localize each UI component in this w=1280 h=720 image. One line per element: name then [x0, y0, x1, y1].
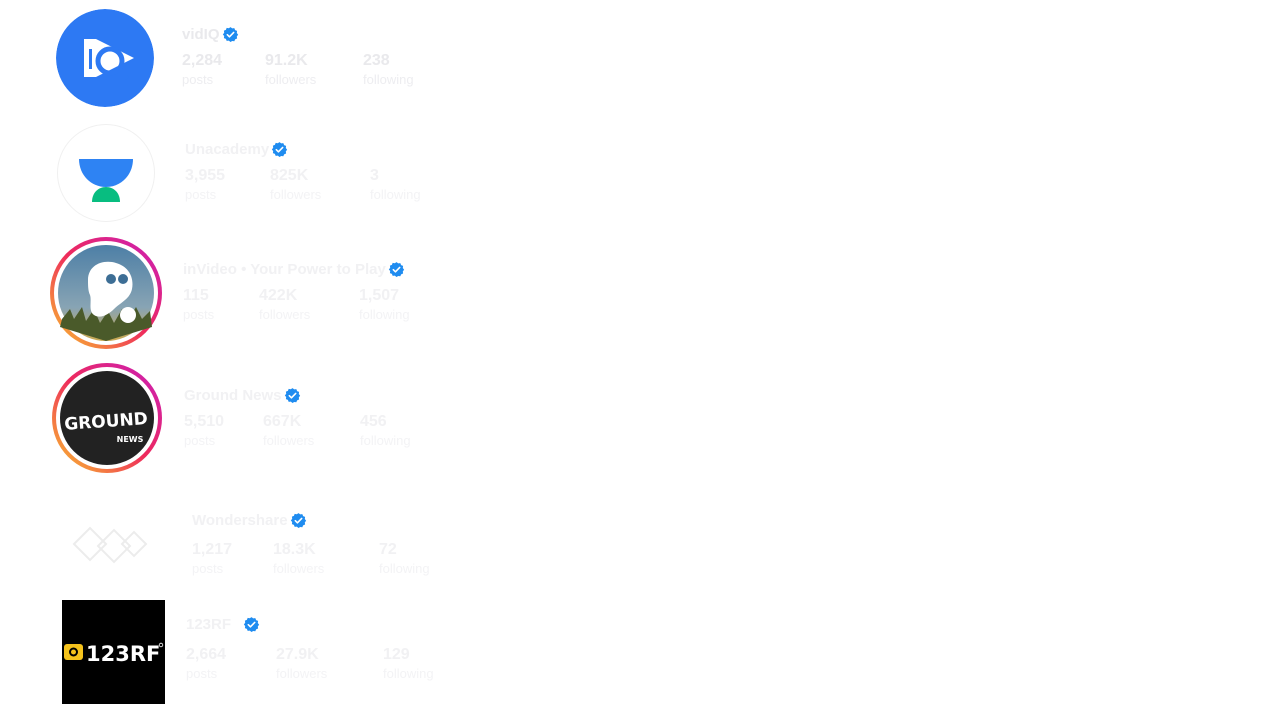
followers-stat[interactable]: 667K followers: [263, 413, 360, 449]
ground-news-logo-subtext: NEWS: [117, 435, 144, 444]
posts-stat: 115 posts: [183, 287, 259, 323]
account-name[interactable]: Unacademy: [185, 140, 270, 158]
following-label: following: [359, 307, 410, 322]
following-stat[interactable]: 3 following: [370, 167, 421, 203]
posts-label: posts: [184, 433, 216, 448]
followers-stat[interactable]: 422K followers: [259, 287, 359, 323]
following-stat[interactable]: 1,507 following: [359, 287, 410, 323]
ground-news-logo-icon[interactable]: GROUND NEWS: [50, 361, 164, 475]
123rf-logo-icon[interactable]: 123RF: [62, 600, 165, 704]
followers-label: followers: [276, 666, 328, 681]
following-count: 238: [363, 52, 390, 69]
posts-label: posts: [192, 561, 224, 576]
followers-count: 422K: [259, 287, 298, 304]
following-stat[interactable]: 129 following: [383, 646, 434, 682]
invideo-logo-icon[interactable]: [48, 235, 164, 351]
followers-label: followers: [270, 187, 322, 202]
followers-label: followers: [273, 561, 325, 576]
posts-label: posts: [185, 187, 217, 202]
account-row-123rf[interactable]: 123RF 123RF 2,664 posts 27.9K follower: [0, 598, 600, 720]
followers-stat[interactable]: 27.9K followers: [276, 646, 383, 682]
account-row-vidiq[interactable]: vidIQ 2,284 posts 91.2K followers 238 fo…: [0, 0, 600, 115]
posts-stat: 5,510 posts: [184, 413, 263, 449]
posts-stat: 3,955 posts: [185, 167, 270, 203]
following-count: 129: [383, 646, 410, 663]
following-count: 72: [379, 541, 397, 558]
following-label: following: [363, 72, 414, 87]
account-row-unacademy[interactable]: Unacademy 3,955 posts 825K followers 3 f…: [0, 115, 600, 230]
following-label: following: [379, 561, 430, 576]
followers-stat[interactable]: 825K followers: [270, 167, 370, 203]
posts-stat: 2,284 posts: [182, 52, 265, 88]
posts-count: 2,664: [186, 646, 227, 663]
verified-badge-icon: [388, 261, 404, 277]
posts-count: 115: [183, 287, 209, 304]
followers-label: followers: [265, 72, 317, 87]
following-stat[interactable]: 238 following: [363, 52, 414, 88]
following-label: following: [383, 666, 434, 681]
followers-stat[interactable]: 18.3K followers: [273, 541, 379, 577]
123rf-logo-text: 123RF: [86, 642, 160, 666]
wondershare-logo-icon[interactable]: [62, 494, 160, 594]
followers-label: followers: [263, 433, 315, 448]
posts-count: 5,510: [184, 413, 225, 430]
posts-label: posts: [183, 307, 215, 322]
verified-badge-icon: [290, 512, 306, 528]
unacademy-logo-icon[interactable]: [57, 124, 155, 222]
account-row-ground-news[interactable]: GROUND NEWS Ground News 5,510 posts 667K: [0, 358, 600, 480]
followers-count: 27.9K: [276, 646, 319, 663]
following-count: 456: [360, 413, 387, 430]
posts-label: posts: [182, 72, 214, 87]
account-row-invideo[interactable]: inVideo • Your Power to Play 115 posts 4…: [0, 232, 600, 354]
verified-badge-icon: [243, 616, 260, 632]
followers-count: 91.2K: [265, 52, 308, 69]
posts-stat: 1,217 posts: [192, 541, 273, 577]
followers-count: 18.3K: [273, 541, 316, 558]
following-label: following: [360, 433, 411, 448]
following-label: following: [370, 187, 421, 202]
posts-count: 2,284: [182, 52, 223, 69]
verified-badge-icon: [272, 141, 288, 157]
followers-count: 825K: [270, 167, 309, 184]
followers-count: 667K: [263, 413, 302, 430]
account-name[interactable]: Wondershare: [192, 511, 288, 529]
account-name[interactable]: vidIQ: [182, 25, 220, 43]
account-name[interactable]: Ground News: [184, 386, 282, 404]
verified-badge-icon: [284, 387, 300, 403]
posts-stat: 2,664 posts: [186, 646, 276, 682]
following-count: 1,507: [359, 287, 400, 304]
verified-badge-icon: [222, 26, 238, 42]
posts-label: posts: [186, 666, 218, 681]
following-stat[interactable]: 456 following: [360, 413, 411, 449]
account-row-wondershare[interactable]: Wondershare 1,217 posts 18.3K followers …: [0, 486, 600, 598]
vidiq-logo-icon[interactable]: [56, 9, 154, 107]
account-name[interactable]: 123RF: [186, 615, 232, 633]
followers-stat[interactable]: 91.2K followers: [265, 52, 363, 88]
posts-count: 3,955: [185, 167, 226, 184]
posts-count: 1,217: [192, 541, 233, 558]
account-name[interactable]: inVideo • Your Power to Play: [183, 260, 386, 278]
following-stat[interactable]: 72 following: [379, 541, 430, 577]
following-count: 3: [370, 167, 379, 184]
followers-label: followers: [259, 307, 311, 322]
